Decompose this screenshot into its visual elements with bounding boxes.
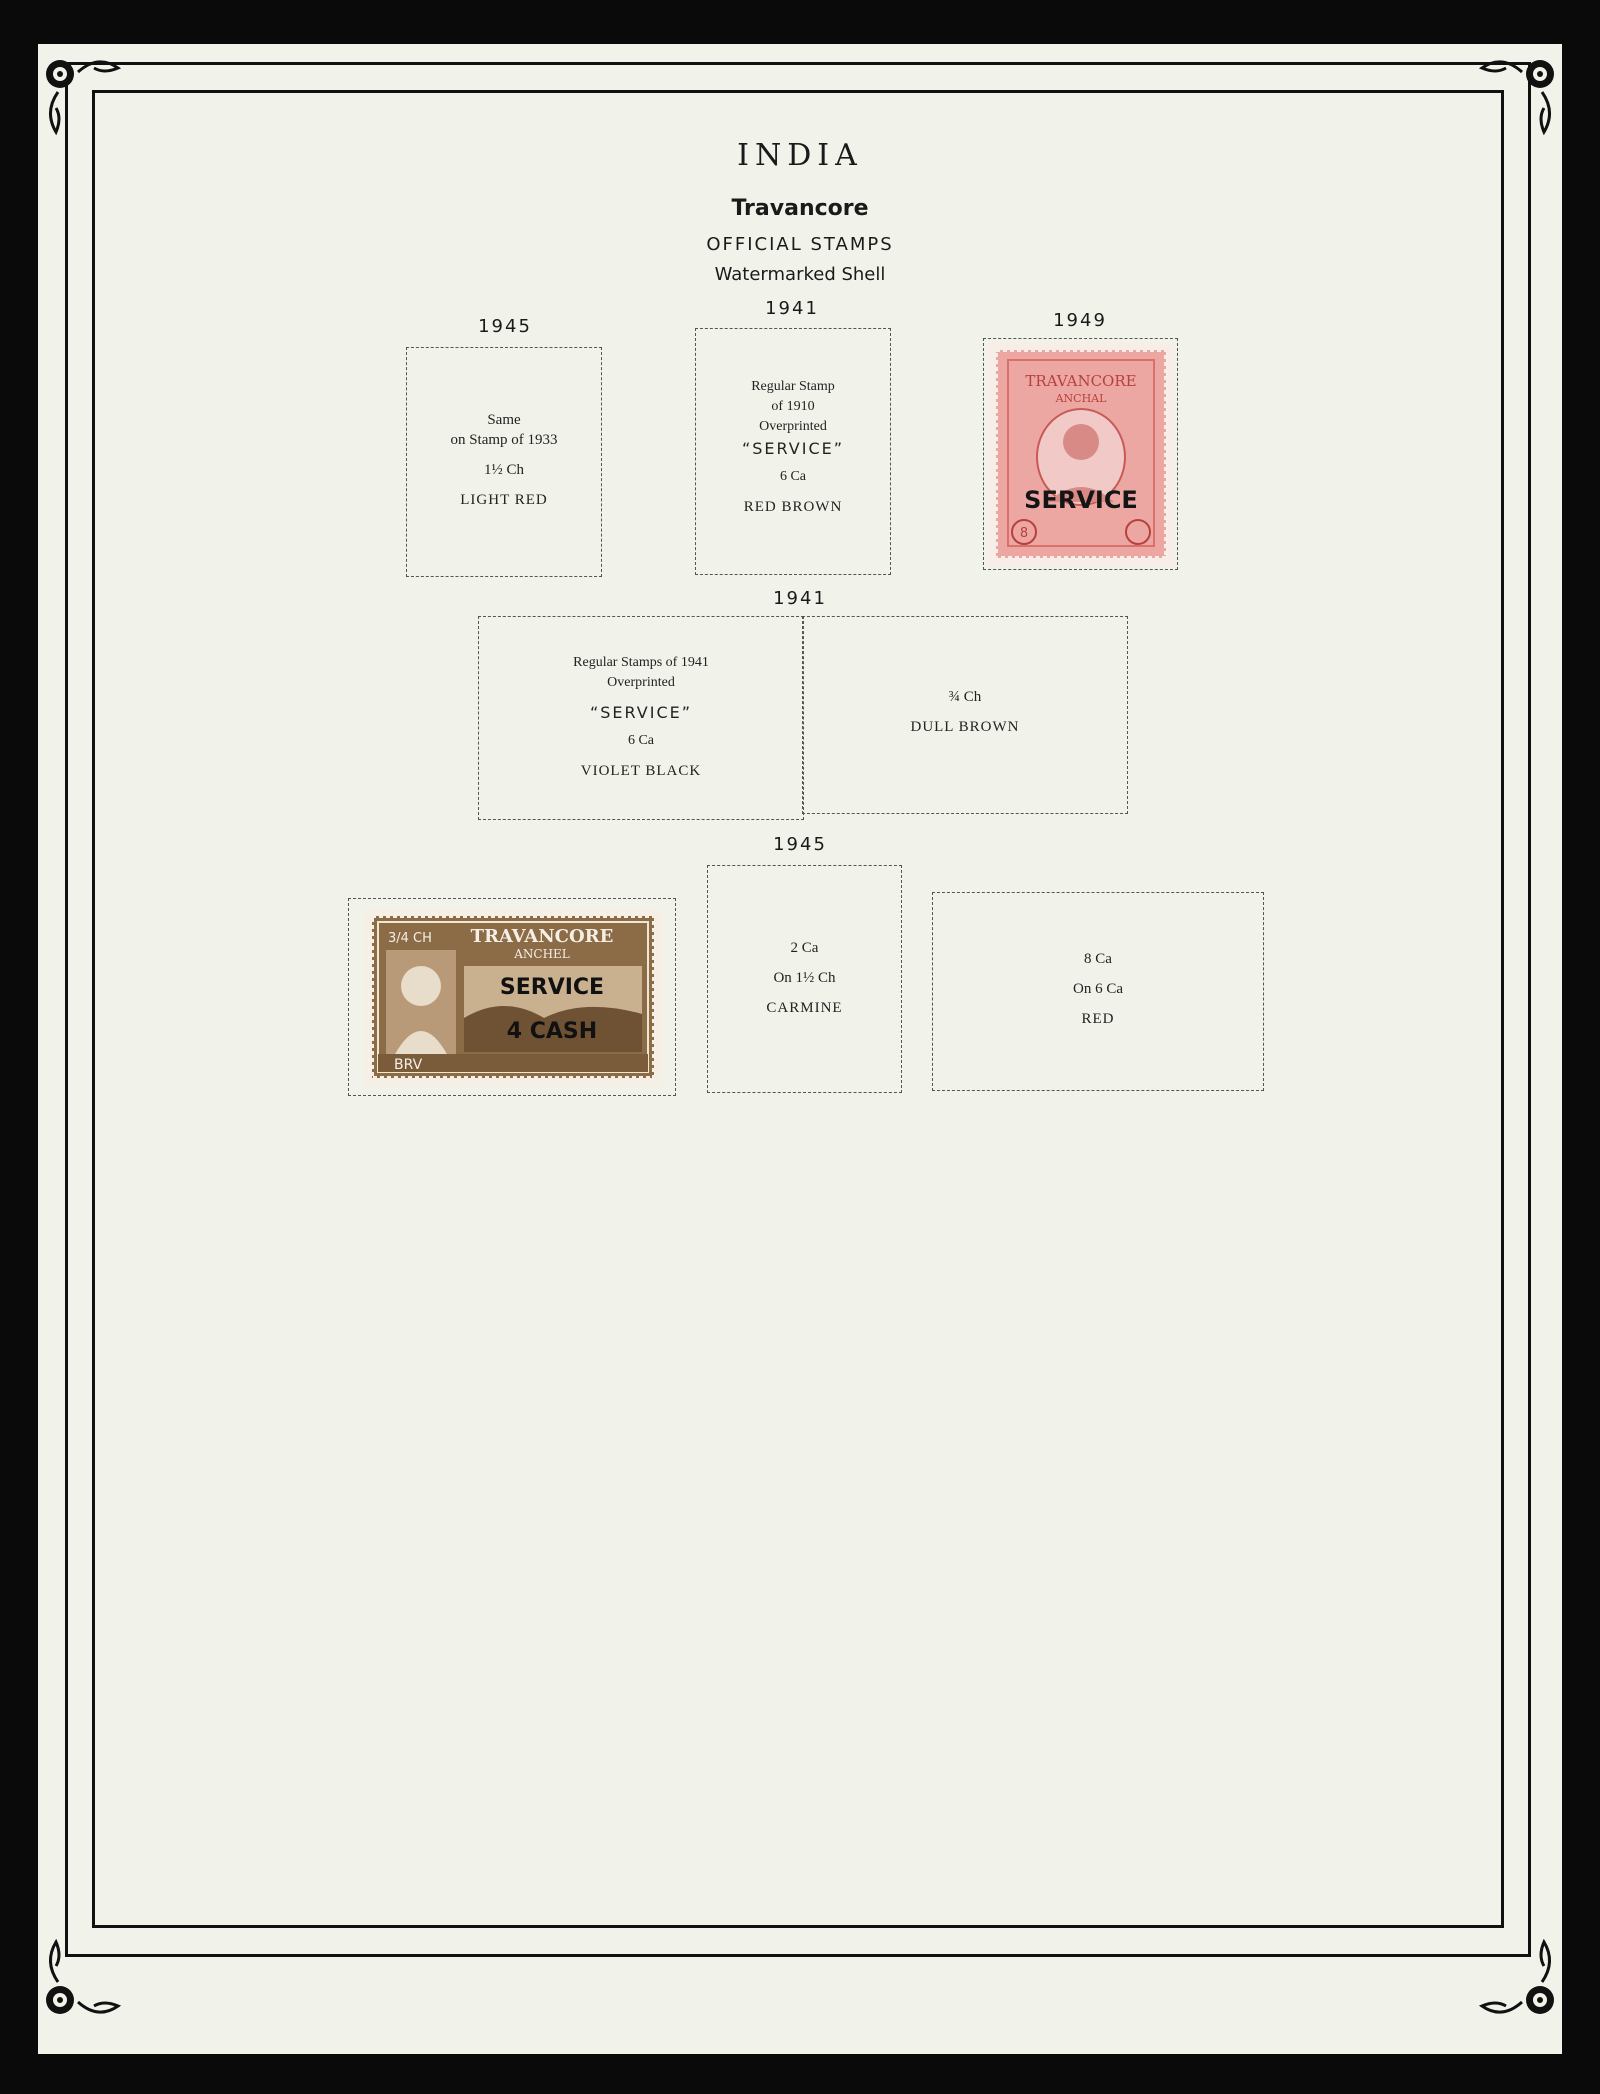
stamp-description: On 1½ Ch: [773, 970, 836, 986]
stamp-image: TRAVANCORE ANCHAL 8 SERVICE: [988, 342, 1174, 566]
stamp-description: Regular Stamps of 1941: [573, 655, 709, 670]
section-title: OFFICIAL STAMPS: [706, 234, 894, 255]
stamp-inscription: ANCHAL: [1055, 392, 1108, 405]
stamp-denomination: 8 Ca: [1084, 951, 1112, 967]
stamp-description: Overprinted: [759, 419, 827, 434]
corner-ornament-icon: [46, 1938, 122, 2014]
stamp-denomination: ¾ Ch: [948, 689, 982, 705]
stamp-inscription: TRAVANCORE: [471, 926, 614, 947]
stamp-color: RED: [1081, 1011, 1115, 1027]
stamp-description: of 1910: [771, 399, 815, 414]
stamp-color: RED BROWN: [743, 499, 843, 515]
page-border-inner: [92, 90, 1504, 1928]
overprint-text: SERVICE: [1024, 486, 1138, 514]
page-title: INDIA: [737, 138, 863, 173]
stamp-description: Regular Stamp: [751, 379, 835, 394]
corner-ornament-icon: [46, 60, 122, 136]
stamp-value: 3/4 CH: [388, 931, 432, 946]
corner-ornament-icon: [1478, 60, 1554, 136]
stamp-description: Overprinted: [607, 675, 675, 690]
stamp-inscription: BRV: [394, 1057, 423, 1073]
stamp-denomination: 6 Ca: [627, 733, 655, 748]
state-title: Travancore: [731, 196, 869, 221]
stamp-image: 3/4 CH TRAVANCORE ANCHEL SERVICE 4 CASH …: [364, 908, 662, 1086]
stamp-color: VIOLET BLACK: [580, 763, 702, 779]
stamp-space: Regular Stamps of 1941 Overprinted “SERV…: [478, 616, 804, 820]
stamp-space: 8 Ca On 6 Ca RED: [932, 892, 1264, 1091]
year-label: 1941: [765, 298, 819, 319]
overprint-text: SERVICE: [500, 975, 604, 1000]
stamp-denomination: 6 Ca: [779, 469, 807, 484]
stamp-color: DULL BROWN: [910, 719, 1020, 735]
page-border-outer: [65, 62, 1531, 1957]
stamp-denomination: 2 Ca: [790, 940, 819, 956]
watermark-note: Watermarked Shell: [714, 264, 886, 285]
stamp-space: 2 Ca On 1½ Ch CARMINE: [707, 865, 902, 1093]
overprint-text: 4 CASH: [507, 1019, 597, 1044]
stamp-space: [983, 338, 1178, 570]
stamp-color: LIGHT RED: [460, 492, 548, 508]
stamp-space: ¾ Ch DULL BROWN: [802, 616, 1128, 814]
stamp-description: Same: [487, 412, 521, 428]
year-label: 1945: [478, 316, 532, 337]
stamp-space: [348, 898, 676, 1096]
overprint-text: “SERVICE”: [741, 439, 845, 458]
stamp-description: On 6 Ca: [1073, 981, 1123, 997]
stamp-value: 8: [1020, 526, 1028, 541]
stamp-space: Same on Stamp of 1933 1½ Ch LIGHT RED: [406, 347, 602, 577]
year-label: 1949: [1053, 310, 1107, 331]
stamp-description: on Stamp of 1933: [450, 432, 558, 448]
corner-ornament-icon: [1478, 1938, 1554, 2014]
stamp-denomination: 1½ Ch: [483, 462, 524, 478]
stamp-color: CARMINE: [766, 1000, 843, 1016]
stamp-inscription: TRAVANCORE: [1025, 372, 1136, 390]
stamp-space: Regular Stamp of 1910 Overprinted “SERVI…: [695, 328, 891, 575]
overprint-text: “SERVICE”: [589, 703, 693, 722]
stamp-inscription: ANCHEL: [513, 947, 570, 961]
year-label: 1941: [773, 588, 827, 609]
year-label: 1945: [773, 834, 827, 855]
